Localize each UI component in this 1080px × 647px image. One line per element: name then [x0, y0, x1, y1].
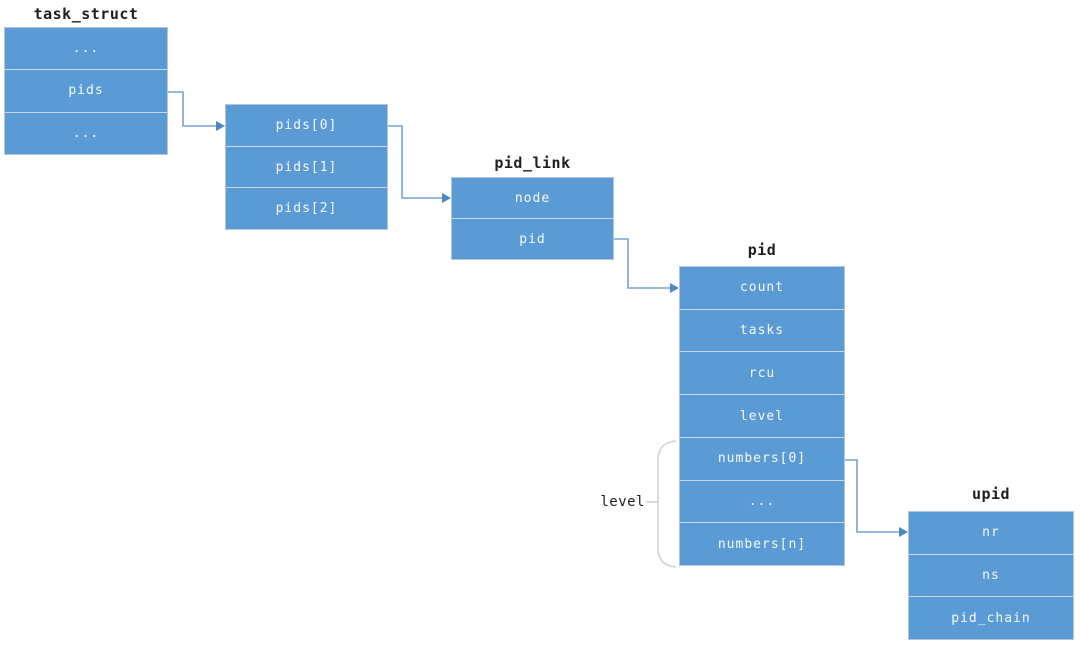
pid-row-ellipsis: ... — [680, 479, 844, 523]
pid-row-level: level — [680, 394, 844, 437]
arrow-pids-to-array — [168, 91, 216, 127]
task-struct-row-ellipsis-bottom: ... — [5, 111, 167, 154]
pids-array-row-2: pids[2] — [226, 187, 387, 229]
arrowhead-array-to-pidlink — [442, 193, 451, 203]
upid-box: nr ns pid_chain — [908, 511, 1074, 640]
pid-row-numbers-0: numbers[0] — [680, 436, 844, 480]
task-struct-row-pids: pids — [5, 69, 167, 111]
pid-row-count: count — [739, 280, 785, 296]
level-brace-label: level — [600, 494, 645, 510]
pids-array-box: pids[0] pids[1] pids[2] — [225, 104, 388, 230]
task-struct-title: task_struct — [33, 5, 139, 23]
pids-array-row-0: pids[0] — [275, 117, 338, 133]
arrow-array-to-pidlink — [388, 125, 442, 199]
task-struct-row-ellipsis-top: ... — [72, 41, 100, 57]
pid-title: pid — [747, 241, 777, 259]
pids-array-row-1: pids[1] — [226, 145, 387, 188]
level-brace — [657, 440, 677, 568]
upid-row-nr: nr — [982, 525, 1000, 541]
arrowhead-pids-to-array — [216, 121, 225, 131]
task-struct-box: ... pids ... — [4, 27, 168, 155]
arrow-pidlink-to-pid — [614, 238, 670, 289]
pid-link-row-node: node — [514, 190, 551, 206]
arrowhead-pidlink-to-pid — [670, 283, 679, 293]
pid-box: count tasks rcu level numbers[0] ... num… — [679, 266, 845, 566]
pid-row-tasks: tasks — [680, 308, 844, 352]
pid-link-title: pid_link — [494, 154, 571, 172]
arrow-pid-to-upid — [845, 459, 899, 533]
arrowhead-pid-to-upid — [899, 527, 908, 537]
upid-title: upid — [971, 485, 1011, 503]
pid-link-box: node pid — [451, 177, 614, 260]
upid-row-pid-chain: pid_chain — [909, 596, 1073, 639]
pid-row-rcu: rcu — [680, 351, 844, 394]
pid-link-row-pid: pid — [452, 218, 613, 259]
upid-row-ns: ns — [909, 553, 1073, 597]
pid-row-numbers-n: numbers[n] — [680, 522, 844, 565]
